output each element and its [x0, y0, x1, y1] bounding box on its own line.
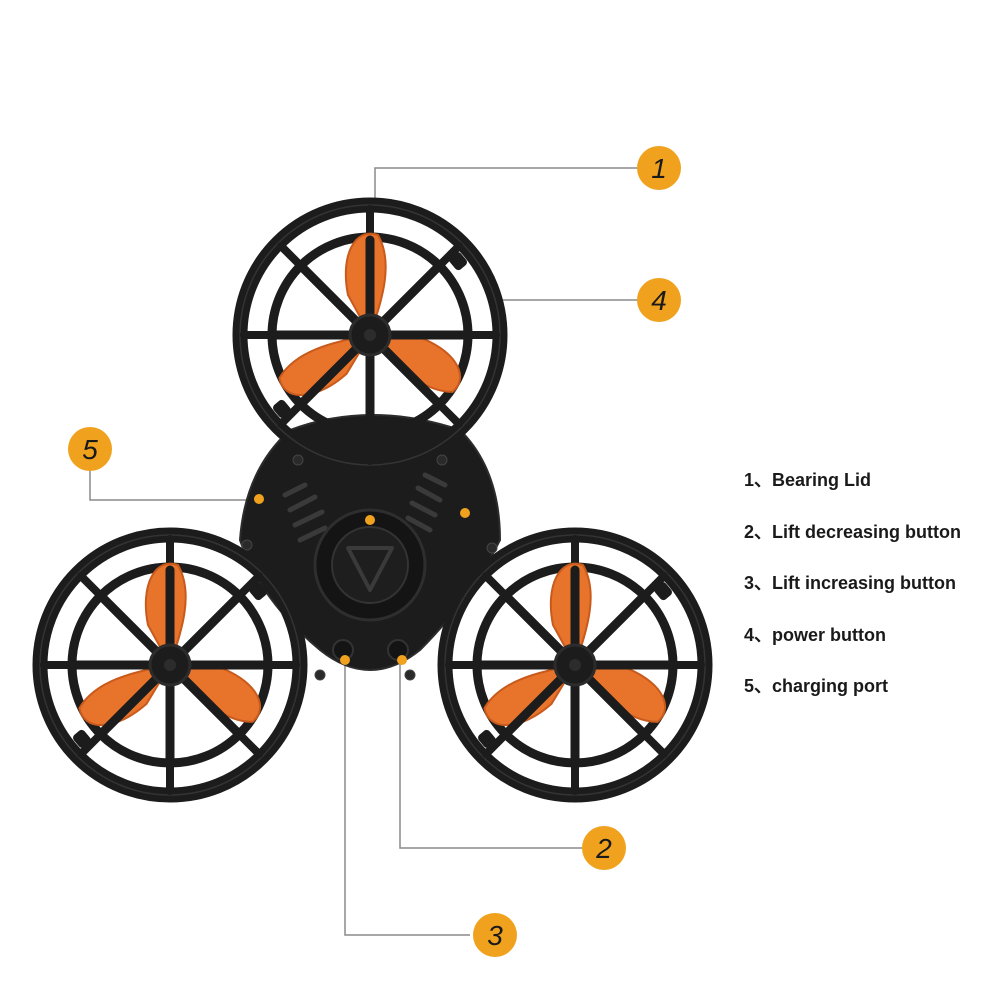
legend-item-lift-increasing: 3、Lift increasing button: [744, 573, 957, 593]
legend-item-lift-decreasing: 2、Lift decreasing button: [744, 521, 962, 542]
callout-5: 5: [68, 427, 112, 471]
leader-line-5: [89, 470, 258, 501]
svg-text:4: 4: [651, 285, 667, 316]
legend-item-charging-port: 5、charging port: [744, 676, 889, 696]
callout-3: 3: [473, 913, 517, 957]
leader-line-3: [344, 660, 470, 936]
leader-line-2: [399, 660, 582, 849]
parts-legend: 1、Bearing Lid 2、Lift decreasing button 3…: [744, 466, 961, 724]
callout-4: 4: [637, 278, 681, 322]
svg-text:2: 2: [595, 833, 612, 864]
svg-text:5: 5: [82, 434, 98, 465]
leader-line-1: [374, 167, 640, 205]
callout-2: 2: [582, 826, 626, 870]
legend-item-power-button: 4、power button: [744, 624, 886, 645]
callout-1: 1: [637, 146, 681, 190]
svg-text:3: 3: [487, 920, 503, 951]
spinner-body: [238, 414, 502, 681]
legend-item-bearing-lid: 1、Bearing Lid: [744, 470, 872, 490]
svg-text:1: 1: [651, 153, 667, 184]
indicator-dots: [254, 494, 470, 665]
